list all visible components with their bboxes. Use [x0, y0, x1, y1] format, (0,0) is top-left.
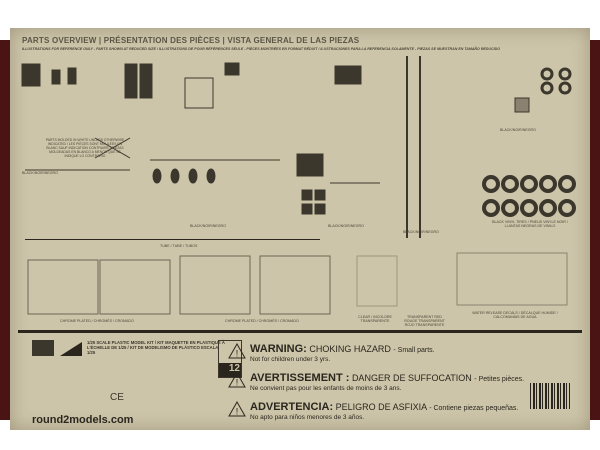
warning-line2: Ne convient pas pour les enfants de moin…: [250, 385, 402, 392]
warning-triangle-icon: !: [228, 343, 246, 359]
molded-white-note: PARTS MOLDED IN WHITE UNLESS OTHERWISE I…: [45, 138, 125, 158]
warning-detail: - Contiene piezas pequeñas.: [429, 405, 519, 412]
sprue-part: [224, 62, 240, 76]
box-back-panel: PARTS OVERVIEW | PRÉSENTATION DES PIÈCES…: [10, 28, 590, 430]
warning-detail: - Small parts.: [393, 347, 435, 354]
label-black-5: BLACK/NOIR/NEGRO: [500, 128, 536, 132]
warning-en: ! WARNING: CHOKING HAZARD - Small parts.…: [228, 343, 435, 363]
label-black-4: BLACK/NOIR/NEGRO: [403, 230, 439, 234]
parts-overview-title: PARTS OVERVIEW | PRÉSENTATION DES PIÈCES…: [22, 36, 360, 45]
sprue-illustrations: [21, 56, 576, 315]
label-black-3: BLACK/NOIR/NEGRO: [328, 224, 364, 228]
label-clear: CLEAR / INCOLORE TRANSPARENTE: [358, 315, 392, 323]
label-tube: TUBE / TUBE / TUBOS: [160, 244, 198, 248]
warning-es: ! ADVERTENCIA: PELIGRO DE ASFIXIA - Cont…: [228, 401, 519, 421]
warning-hazard: CHOKING HAZARD: [309, 344, 391, 354]
box-edge-left: [0, 40, 12, 420]
barcode: [530, 383, 570, 409]
age-skill-badge: 12: [218, 340, 242, 378]
warning-line2: No apto para niños menores de 3 años.: [250, 414, 365, 421]
scale-triangle-icon: [60, 342, 82, 356]
website-link[interactable]: round2models.com: [32, 414, 134, 426]
age-label: 12: [219, 363, 241, 377]
label-chrome-2: CHROME PLATED / CHROMÉS / CROMADO: [225, 319, 299, 323]
label-black-1: BLACK/NOIR/NEGRO: [22, 171, 58, 175]
ce-mark: CE: [110, 392, 124, 403]
sprue-part: [51, 69, 61, 85]
sprue-middle-row: [25, 137, 380, 215]
label-decals: WATER RELEASE DECALS / DÉCALQUE HUMIDE /…: [472, 311, 558, 319]
warning-triangle-icon: !: [228, 401, 246, 417]
sprue-part: [184, 77, 214, 109]
sprue-part: [296, 153, 324, 177]
warning-hazard: DANGER DE SUFFOCATION: [351, 373, 472, 383]
sprue-part: [334, 65, 362, 85]
label-red-clear: TRANSPARENT RED ROUGE TRANSPARENT ROJO T…: [404, 315, 445, 327]
sprue-part: [514, 97, 530, 113]
tires: [482, 175, 576, 217]
brand-logo: [32, 340, 54, 356]
warning-triangle-icon: !: [228, 372, 246, 388]
parts-overview-subtitle: ILLUSTRATIONS FOR REFERENCE ONLY - PARTS…: [22, 47, 500, 51]
scale-text: 1/25 SCALE PLASTIC MODEL KIT / KIT MAQUE…: [87, 340, 225, 355]
svg-text:!: !: [236, 378, 239, 388]
warning-head: ADVERTENCIA:: [250, 401, 334, 413]
warning-head: WARNING:: [250, 343, 307, 355]
label-tires: BLACK VINYL TIRES / PNEUS VINYLE NOIR / …: [492, 220, 568, 228]
svg-text:!: !: [236, 349, 239, 359]
warning-line2: Not for children under 3 yrs.: [250, 356, 331, 363]
sprue-top-row: [21, 56, 572, 238]
chrome-sprues: [27, 252, 568, 315]
box-edge-right: [588, 40, 600, 420]
bottom-divider: [18, 330, 582, 333]
svg-text:!: !: [236, 407, 239, 417]
warning-fr: ! AVERTISSEMENT : DANGER DE SUFFOCATION …: [228, 372, 525, 392]
sprue-part: [21, 63, 41, 87]
label-black-2: BLACK/NOIR/NEGRO: [190, 224, 226, 228]
label-chrome-1: CHROME PLATED / CHROMÉS / CROMADO: [60, 319, 134, 323]
sprue-part: [139, 63, 153, 99]
sprue-part: [67, 67, 77, 85]
warning-detail: - Petites pièces.: [474, 376, 525, 383]
warning-hazard: PELIGRO DE ASFIXIA: [335, 402, 427, 412]
sprue-part: [124, 63, 138, 99]
divider-line: [25, 239, 320, 240]
warning-head: AVERTISSEMENT :: [250, 372, 350, 384]
